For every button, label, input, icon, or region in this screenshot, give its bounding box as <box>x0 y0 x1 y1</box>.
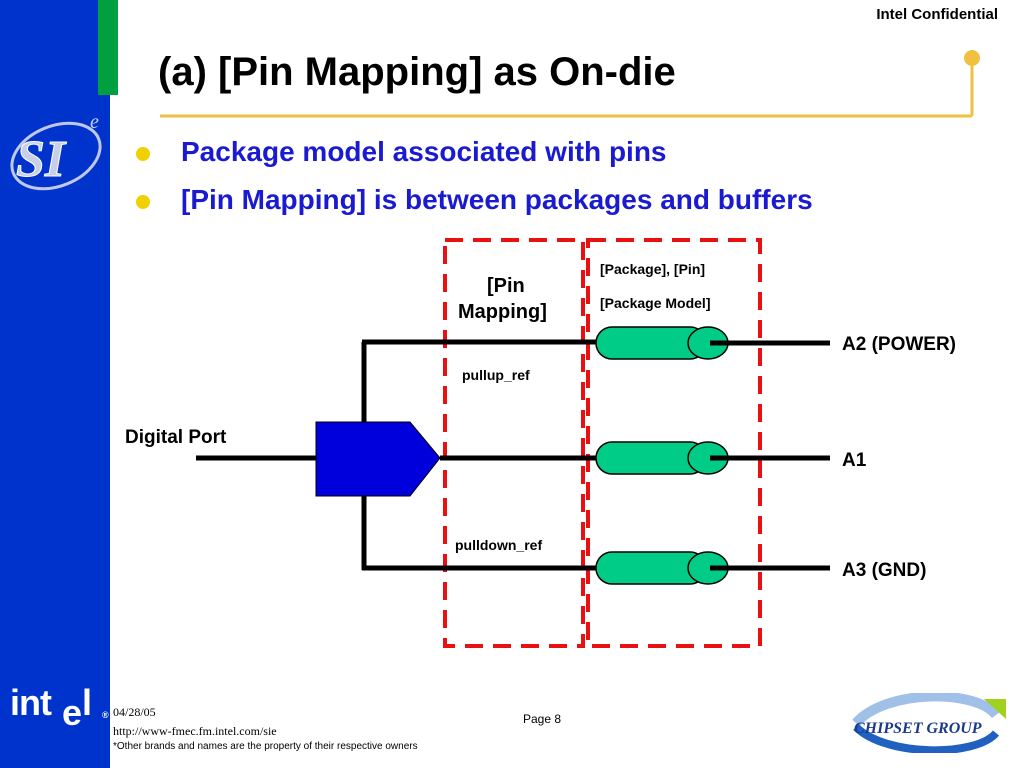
buffer-shape <box>315 421 441 497</box>
pin-mapping-label-line2: Mapping] <box>458 301 547 323</box>
bullet-dot-icon <box>136 195 150 209</box>
svg-text:e: e <box>90 111 99 133</box>
package-pin-label: [Package], [Pin] <box>600 261 705 277</box>
pullup-ref-label: pullup_ref <box>462 367 530 383</box>
footer-note: *Other brands and names are the property… <box>113 741 418 752</box>
bullet-dot-icon <box>136 147 150 161</box>
footer-url[interactable]: http://www-fmec.fm.intel.com/sie <box>113 724 277 738</box>
pin-mapping-label-line1: [Pin <box>487 275 525 297</box>
package-dashed-box <box>586 238 762 648</box>
page-title: (a) [Pin Mapping] as On-die <box>158 50 676 94</box>
title-underline-decoration <box>160 50 980 118</box>
pin-mapping-dashed-box <box>443 238 585 648</box>
package-cylinder-gnd <box>595 551 729 585</box>
package-model-label: [Package Model] <box>600 295 710 311</box>
pulldown-ref-label: pulldown_ref <box>455 537 542 553</box>
svg-text:CHIPSET GROUP: CHIPSET GROUP <box>854 720 982 737</box>
pin-label-signal: A1 <box>842 450 867 471</box>
package-cylinder-signal <box>595 441 729 475</box>
svg-text:SI: SI <box>16 131 67 188</box>
chipset-group-logo: CHIPSET GROUP <box>852 693 1006 753</box>
green-accent-bar <box>98 0 118 95</box>
intel-logo: int e l ® <box>10 682 109 733</box>
pin-label-gnd: A3 (GND) <box>842 560 926 581</box>
digital-port-label: Digital Port <box>125 427 227 448</box>
bullet-text: [Pin Mapping] is between packages and bu… <box>181 184 813 215</box>
si-logo: SI e <box>10 111 102 191</box>
bullet-text: Package model associated with pins <box>181 136 667 167</box>
page-number: Page 8 <box>523 712 562 726</box>
pin-label-power: A2 (POWER) <box>842 334 956 355</box>
package-cylinder-power <box>595 326 729 360</box>
confidential-label: Intel Confidential <box>876 6 998 23</box>
footer-date: 04/28/05 <box>113 705 156 719</box>
